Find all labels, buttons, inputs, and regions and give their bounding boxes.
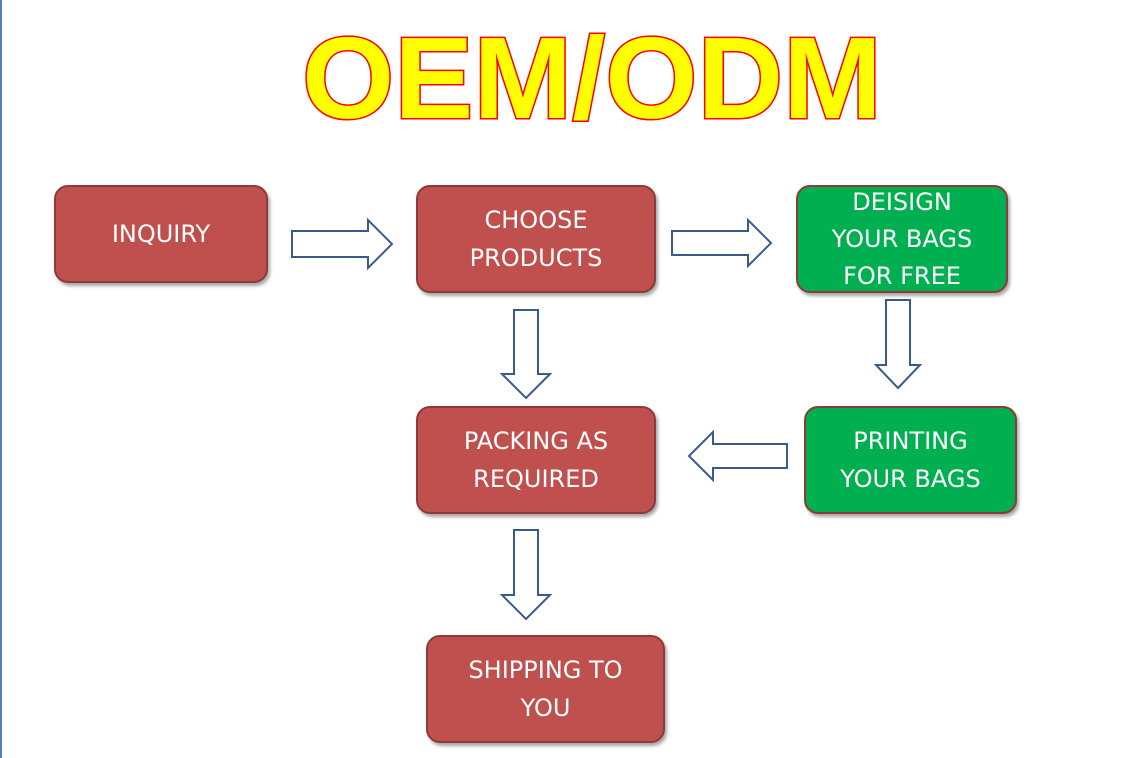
step-design-line-1: DEISIGN <box>852 187 952 216</box>
arrow-choose-to-packing <box>499 309 553 400</box>
step-inquiry-line-1: INQUIRY <box>111 220 211 248</box>
step-printing-line-2: YOUR BAGS <box>840 465 981 493</box>
page-title: OEM/ODM <box>282 6 902 146</box>
step-shipping: SHIPPING TO YOU <box>426 635 665 743</box>
arrow-choose-to-design <box>671 217 773 269</box>
step-design-line-3: FOR FREE <box>843 261 961 290</box>
step-inquiry: INQUIRY <box>54 185 268 283</box>
step-shipping-line-2: YOU <box>520 694 571 722</box>
step-packing-line-2: REQUIRED <box>473 465 599 493</box>
step-shipping-line-1: SHIPPING TO <box>468 656 623 684</box>
step-design-line-2: YOUR BAGS <box>831 224 973 253</box>
step-choose-line-1: CHOOSE <box>484 206 588 234</box>
left-border-line <box>0 0 2 758</box>
arrow-packing-to-shipping <box>499 529 553 621</box>
arrow-printing-to-packing <box>687 429 788 483</box>
step-packing: PACKING AS REQUIRED <box>416 406 656 514</box>
arrow-inquiry-to-choose <box>291 217 394 271</box>
step-design-bags: DEISIGN YOUR BAGS FOR FREE <box>796 185 1008 293</box>
step-printing-bags: PRINTING YOUR BAGS <box>804 406 1017 514</box>
step-choose-products: CHOOSE PRODUCTS <box>416 185 656 293</box>
step-printing-line-1: PRINTING <box>853 427 968 455</box>
step-choose-line-2: PRODUCTS <box>469 244 603 272</box>
title-text: OEM/ODM <box>302 13 882 143</box>
step-packing-line-1: PACKING AS <box>463 427 609 455</box>
arrow-design-to-printing <box>873 299 923 390</box>
